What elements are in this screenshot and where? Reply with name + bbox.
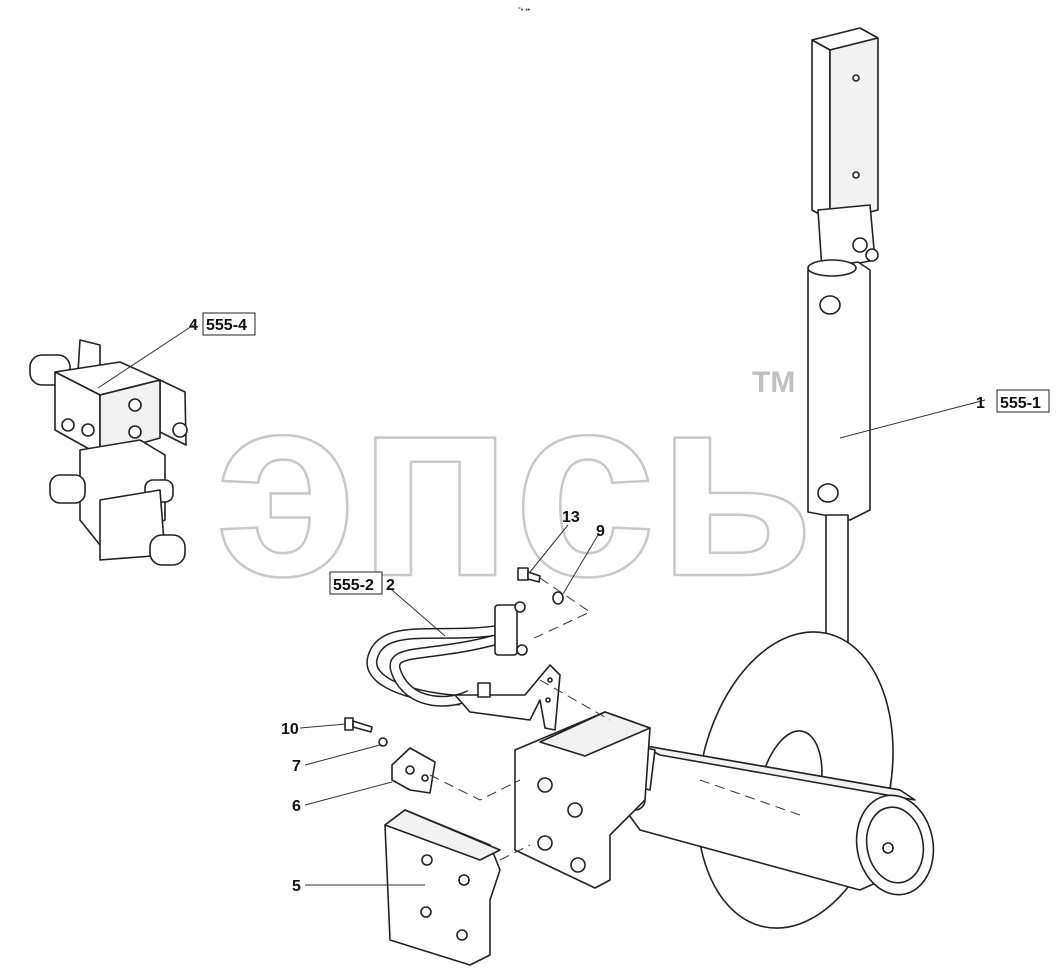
svg-text:2: 2 — [386, 577, 395, 594]
leader-lines — [97, 323, 986, 886]
header-mark: °• •• — [518, 6, 531, 14]
callout-1-ref: 555-1 — [1000, 395, 1041, 412]
watermark-trademark: TM — [752, 366, 795, 399]
clamp-plate-part — [384, 809, 501, 966]
callout-13: 13 — [562, 509, 580, 526]
valve-block-part — [29, 339, 188, 566]
svg-text:4: 4 — [189, 317, 198, 334]
callout-10: 10 — [281, 721, 299, 738]
bolt-13-part — [517, 567, 541, 583]
callout-2: 555-2 2 — [329, 571, 395, 595]
watermark-letters: эпсь — [215, 341, 815, 631]
svg-text:1: 1 — [976, 395, 985, 412]
callout-9: 9 — [596, 523, 605, 540]
callout-6: 6 — [292, 798, 301, 815]
callout-4: 4 555-4 — [189, 312, 256, 336]
bolt-part — [344, 717, 373, 733]
washer-part — [378, 737, 388, 747]
mounting-plate — [514, 711, 651, 889]
small-block-part — [391, 747, 436, 794]
callout-1: 1 555-1 — [976, 389, 1050, 413]
callout-7: 7 — [292, 758, 301, 775]
washer-9-part — [552, 591, 564, 605]
watermark: эпсь TM — [214, 340, 817, 633]
callout-2-ref: 555-2 — [333, 577, 374, 594]
hose-part — [366, 601, 561, 731]
assembly-lines — [429, 577, 801, 861]
callout-4-ref: 555-4 — [206, 317, 247, 334]
callout-5: 5 — [292, 878, 301, 895]
